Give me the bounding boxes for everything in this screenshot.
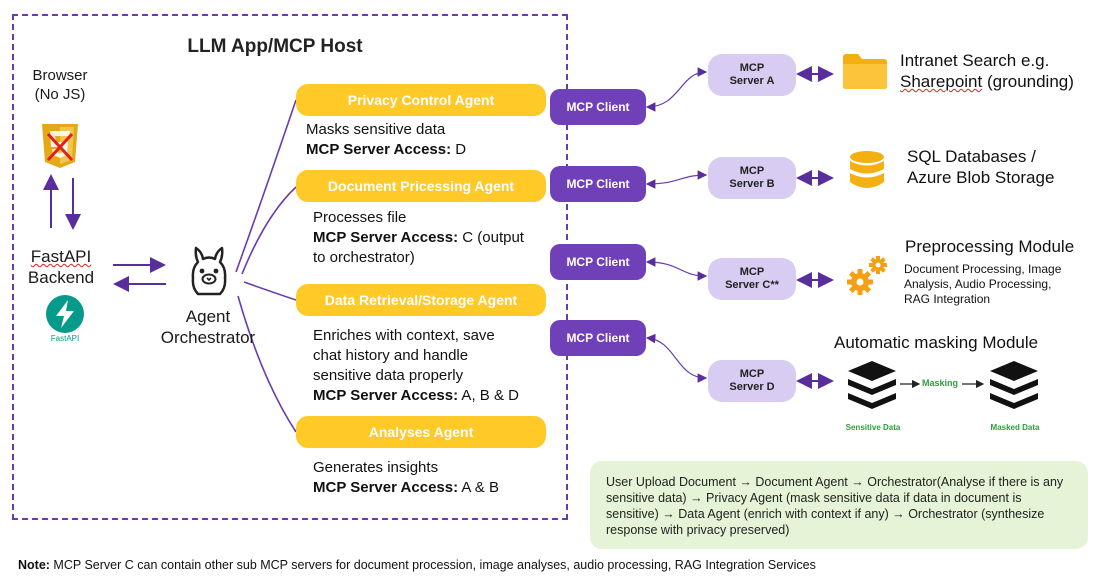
server-line2: Server B	[729, 178, 775, 190]
flow-description-box: User Upload Document → Document Agent → …	[590, 461, 1088, 549]
server-line1: MCP	[739, 62, 765, 74]
server-line1: MCP	[739, 266, 765, 278]
server-line1: MCP	[739, 368, 765, 380]
mcp-client-2: MCP Client	[550, 166, 646, 202]
database-icon	[850, 151, 884, 188]
agent-privacy-description: Masks sensitive data MCP Server Access: …	[306, 120, 546, 160]
browser-label: Browser (No JS)	[20, 66, 100, 104]
masking-module-title: Automatic masking Module	[834, 333, 1039, 352]
fastapi-logo-icon	[46, 295, 84, 333]
agent-document-description: Processes file MCP Server Access: C (out…	[313, 208, 553, 268]
sharepoint-text: Sharepoint	[900, 72, 983, 91]
mcp-server-b: MCP Server B	[708, 157, 796, 199]
preprocessing-title: Preprocessing Module	[905, 237, 1075, 256]
server-line2: Server D	[729, 381, 775, 393]
preprocessing-line: Document Processing, Image	[904, 262, 1062, 276]
mcp-server-a: MCP Server A	[708, 54, 796, 96]
access-label: MCP Server Access:	[306, 141, 452, 158]
agent-analyses: Analyses Agent	[296, 416, 546, 448]
agent-data-description: Enriches with context, save chat history…	[313, 326, 563, 406]
access-value: A & B	[458, 479, 499, 496]
agent-data-access: MCP Server Access: A, B & D	[313, 386, 563, 406]
agent-analyses-desc-line: Generates insights	[313, 459, 439, 476]
intranet-line2: Sharepoint (grounding)	[900, 72, 1074, 91]
browser-label-line2: (No JS)	[34, 86, 86, 103]
backend-label-line2: Backend	[27, 268, 95, 287]
gears-icon	[847, 256, 887, 295]
preprocessing-line: RAG Integration	[904, 292, 991, 306]
browser-label-line1: Browser	[32, 67, 88, 84]
footnote-text: MCP Server C can contain other sub MCP s…	[49, 558, 816, 572]
agent-analyses-access: MCP Server Access: A & B	[313, 478, 553, 498]
mcp-client-4: MCP Client	[550, 320, 646, 356]
mcp-client-3: MCP Client	[550, 244, 646, 280]
orchestrator-label-line2: Orchestrator	[160, 328, 256, 347]
sensitive-data-caption: Sensitive Data	[845, 423, 901, 432]
footnote: Note: MCP Server C can contain other sub…	[18, 558, 816, 572]
sql-line1: SQL Databases /	[907, 147, 1036, 166]
access-value: D	[451, 141, 467, 158]
mcp-server-c: MCP Server C**	[708, 258, 796, 300]
server-line2: Server A	[729, 75, 775, 87]
footnote-label: Note:	[18, 558, 50, 572]
llama-icon	[191, 246, 227, 296]
access-label: MCP Server Access:	[313, 387, 459, 404]
agent-data-desc-line: Enriches with context, save	[313, 327, 495, 344]
sql-storage-label: SQL Databases / Azure Blob Storage	[907, 146, 1054, 188]
preprocessing-details: Document Processing, Image Analysis, Aud…	[904, 262, 1061, 307]
agent-document-processing: Document Pricessing Agent	[296, 170, 546, 202]
mcp-server-d: MCP Server D	[708, 360, 796, 402]
backend-label-line1: FastAPI	[30, 247, 92, 266]
access-value: C (output	[458, 229, 524, 246]
agent-privacy-control: Privacy Control Agent	[296, 84, 546, 116]
agent-data-desc-line: sensitive data properly	[313, 367, 464, 384]
agent-privacy-desc-line: Masks sensitive data	[306, 121, 446, 138]
agent-document-access: MCP Server Access: C (output	[313, 228, 553, 248]
preprocessing-line: Analysis, Audio Processing,	[904, 277, 1052, 291]
agent-data-retrieval: Data Retrieval/Storage Agent	[296, 284, 546, 316]
agent-analyses-description: Generates insights MCP Server Access: A …	[313, 458, 553, 498]
folder-icon	[843, 54, 887, 89]
fastapi-logo-text: FastAPI	[50, 334, 80, 343]
host-title: LLM App/MCP Host	[187, 36, 363, 57]
agent-data-desc-line: chat history and handle	[313, 347, 469, 364]
orchestrator-label-line1: Agent	[185, 307, 231, 326]
agent-privacy-access: MCP Server Access: D	[306, 140, 546, 160]
html5-crossed-icon	[42, 124, 78, 168]
intranet-line1: Intranet Search e.g.	[900, 51, 1050, 70]
orchestrator-label: Agent Orchestrator	[150, 306, 266, 348]
sensitive-data-layers-icon	[848, 361, 896, 409]
masked-data-layers-icon	[990, 361, 1038, 409]
server-line1: MCP	[739, 165, 765, 177]
access-label: MCP Server Access:	[313, 229, 459, 246]
agent-document-access-extra: to orchestrator)	[313, 249, 415, 266]
masking-arrow-label: Masking	[922, 378, 959, 388]
backend-label: FastAPI Backend	[16, 246, 106, 288]
access-label: MCP Server Access:	[313, 479, 459, 496]
mcp-client-1: MCP Client	[550, 89, 646, 125]
server-line2: Server C**	[725, 279, 779, 291]
sql-line2: Azure Blob Storage	[907, 168, 1055, 187]
masked-data-caption: Masked Data	[990, 423, 1040, 432]
intranet-search-label: Intranet Search e.g. Sharepoint (groundi…	[900, 50, 1074, 92]
agent-document-desc-line: Processes file	[313, 209, 407, 226]
access-value: A, B & D	[458, 387, 519, 404]
